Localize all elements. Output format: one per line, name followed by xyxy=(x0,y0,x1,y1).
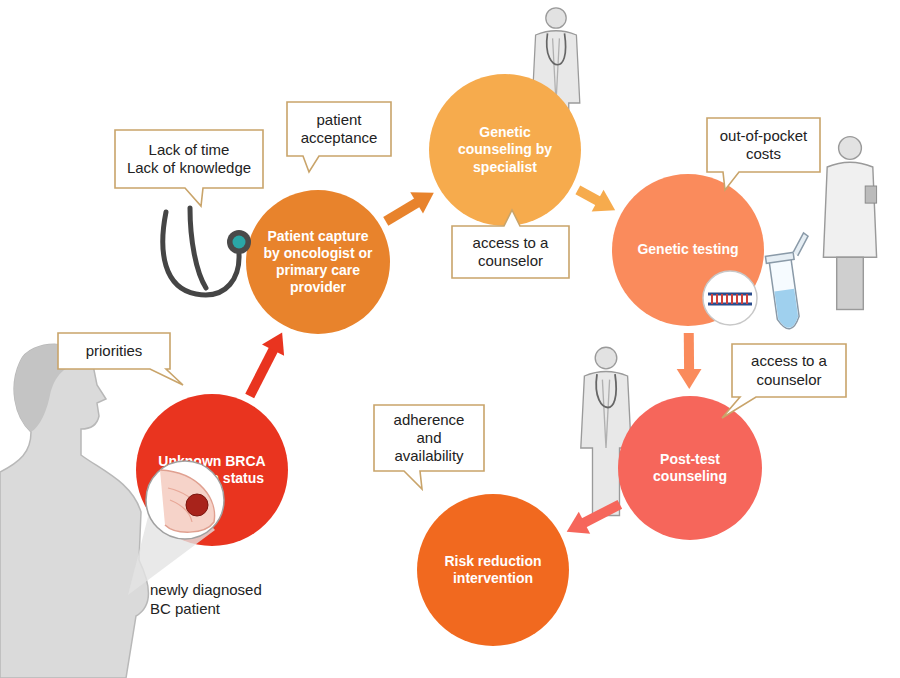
callout-outline xyxy=(58,333,183,385)
step-label: Genetic testing xyxy=(637,241,738,258)
text-holder: Genetic testing xyxy=(612,174,764,326)
text-holder: out-of-pocket costs xyxy=(707,118,820,172)
callout-box: patient acceptance xyxy=(287,102,391,156)
callout-text: Lack of knowledge xyxy=(127,159,251,177)
dna-inset xyxy=(703,271,757,325)
callout-text: out-of-pocket costs xyxy=(713,127,814,164)
callout-text: adherence and availability xyxy=(380,411,478,466)
flow-arrow xyxy=(250,332,284,396)
callout-outline xyxy=(452,210,569,278)
arrow-head xyxy=(677,369,702,389)
step-circle: Patient capture by oncologist or primary… xyxy=(246,190,390,334)
callout-outline xyxy=(287,102,391,172)
callout-outline xyxy=(707,118,820,190)
circle-fill xyxy=(246,190,390,334)
text-holder: Genetic counseling by specialist xyxy=(429,74,581,226)
zoom-cone xyxy=(128,470,215,595)
arrow-shaft xyxy=(250,348,274,396)
callout-box: Lack of timeLack of knowledge xyxy=(115,130,263,188)
flow-arrow xyxy=(677,333,702,389)
callout-outline xyxy=(374,405,484,489)
flow-arrow xyxy=(567,504,620,533)
step-circle: Unknown BRCA mutation status xyxy=(136,394,288,546)
arrow-shaft xyxy=(578,190,600,202)
callout-text: access to a counselor xyxy=(738,352,840,389)
breast-inset xyxy=(146,461,224,539)
callout-text: Lack of time xyxy=(149,141,230,159)
arrow-head xyxy=(567,512,590,534)
circle-fill xyxy=(429,74,581,226)
step-circle: Post-test counseling xyxy=(618,396,762,540)
circle-fill xyxy=(618,396,762,540)
text-holder: Unknown BRCA mutation status xyxy=(136,394,288,546)
patient-silhouette xyxy=(0,344,148,678)
step-circle: Risk reduction intervention xyxy=(417,494,569,646)
text-holder: Patient capture by oncologist or primary… xyxy=(246,190,390,334)
callout-box: access to a counselor xyxy=(452,226,569,278)
text-holder: patient acceptance xyxy=(287,102,391,156)
text-holder: access to a counselor xyxy=(732,344,846,397)
text-holder: Lack of timeLack of knowledge xyxy=(115,130,263,188)
arrow-head xyxy=(410,192,434,213)
figure-caption-label: newly diagnosed BC patient xyxy=(150,581,268,619)
callout-box: out-of-pocket costs xyxy=(707,118,820,172)
stethoscope-icon xyxy=(163,208,251,295)
flow-arrow xyxy=(386,192,434,221)
lab-scientist-figure xyxy=(823,137,876,310)
text-holder: Risk reduction intervention xyxy=(417,494,569,646)
callout-box: access to a counselor xyxy=(732,344,846,397)
callout-box: priorities xyxy=(58,333,170,369)
flow-arrow xyxy=(578,190,615,212)
callout-text: access to a counselor xyxy=(458,234,563,271)
circle-fill xyxy=(136,394,288,546)
circle-fill xyxy=(612,174,764,326)
text-holder: priorities xyxy=(58,333,170,369)
callout-outline xyxy=(722,344,846,418)
step-label: Patient capture by oncologist or primary… xyxy=(260,228,376,296)
arrow-shaft xyxy=(386,202,419,222)
callout-outline xyxy=(115,130,263,206)
step-circle: Genetic counseling by specialist xyxy=(429,74,581,226)
callout-text: patient acceptance xyxy=(293,111,385,148)
arrow-head xyxy=(262,332,284,355)
text-holder: access to a counselor xyxy=(452,226,569,278)
callout-box: adherence and availability xyxy=(374,405,484,471)
step-label: Risk reduction intervention xyxy=(432,553,554,587)
text-holder: Post-test counseling xyxy=(618,396,762,540)
arrow-shaft xyxy=(583,504,620,523)
callout-text: priorities xyxy=(86,342,143,360)
arrow-head xyxy=(592,190,615,212)
step-circle: Genetic testing xyxy=(612,174,764,326)
text-holder: adherence and availability xyxy=(374,405,484,471)
step-label: Post-test counseling xyxy=(632,451,748,485)
step-label: Genetic counseling by specialist xyxy=(444,124,566,175)
step-label: Unknown BRCA mutation status xyxy=(151,453,273,487)
circle-fill xyxy=(417,494,569,646)
test-tube-icon xyxy=(763,232,821,330)
arrow-shaft xyxy=(684,333,694,371)
